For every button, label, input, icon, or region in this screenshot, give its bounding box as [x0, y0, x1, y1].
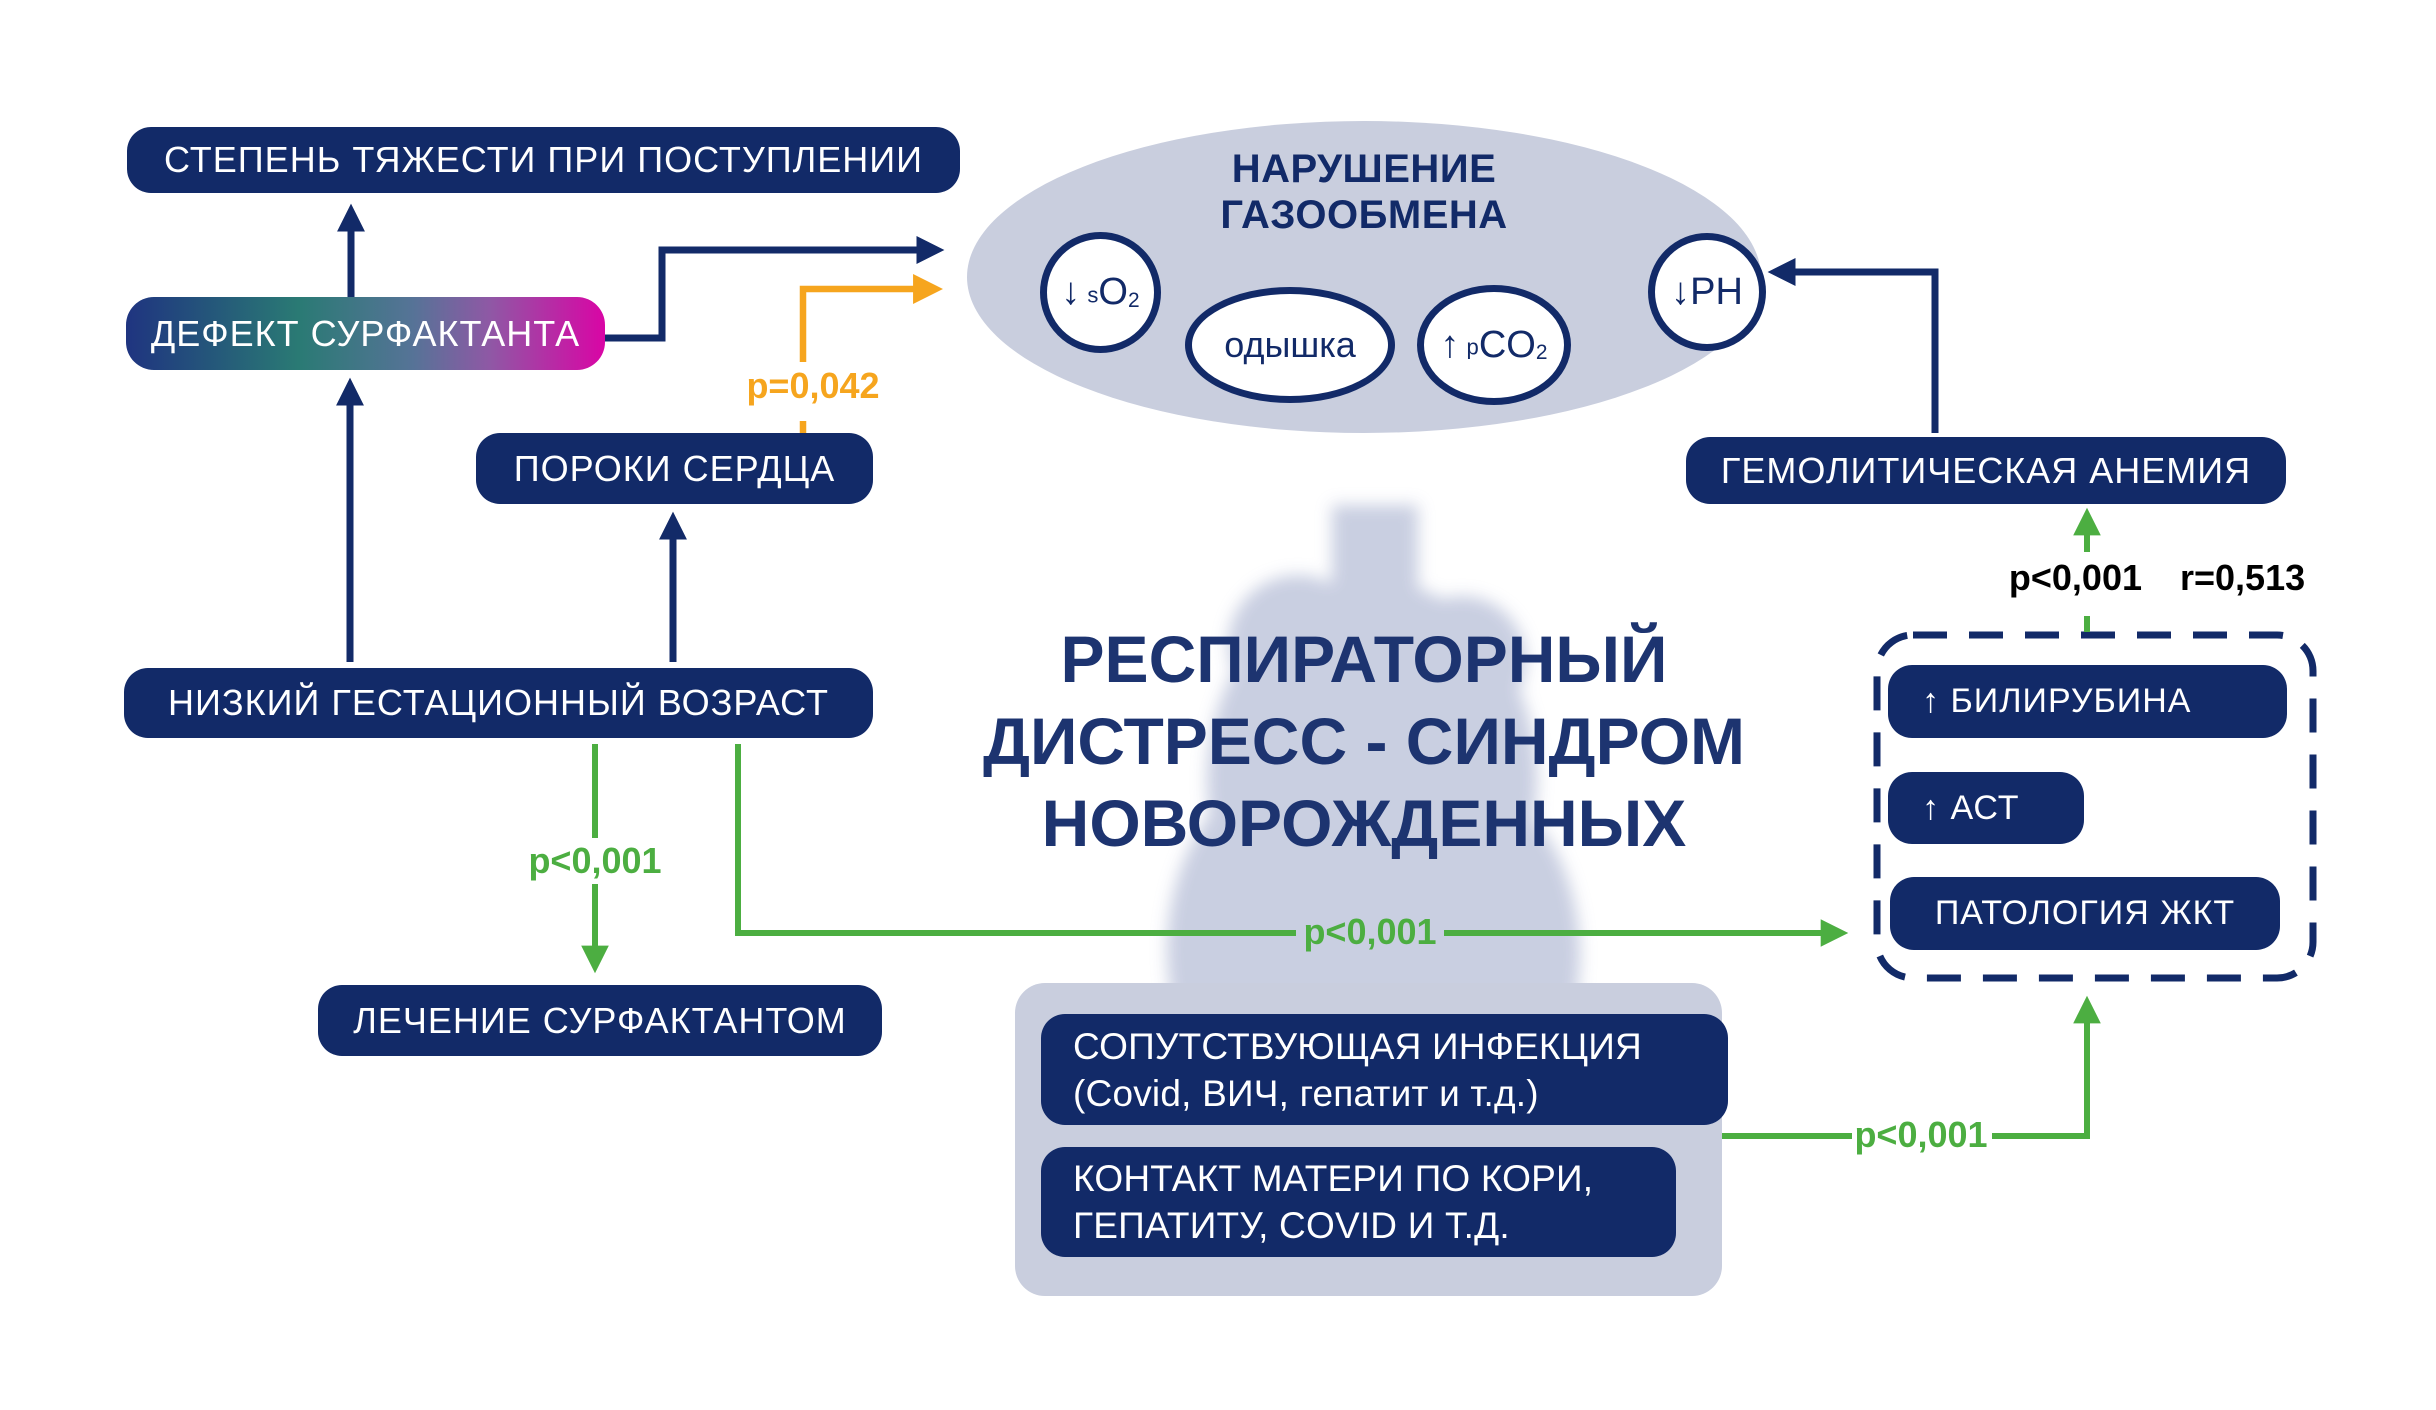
- stat-p-anemia: p<0,001: [2008, 557, 2142, 598]
- node-heart-defects: ПОРОКИ СЕРДЦА: [476, 433, 873, 504]
- arrow-gest-to-gi-left: [735, 744, 1296, 936]
- gas-pco2-symbol: CO: [1478, 323, 1536, 366]
- node-mother-contact: КОНТАКТ МАТЕРИ ПО КОРИ, ГЕПАТИТУ, COVID …: [1041, 1147, 1676, 1257]
- node-ast-increase: ↑ АСТ: [1888, 772, 2084, 844]
- node-gi-pathology: ПАТОЛОГИЯ ЖКТ: [1890, 877, 2280, 950]
- gas-exchange-title: НАРУШЕНИЕ ГАЗООБМЕНА: [1114, 146, 1614, 238]
- arrow-anemia-to-gas: [1767, 258, 1939, 433]
- down-arrow-icon: ↓: [1061, 271, 1081, 313]
- gas-so2-symbol: O: [1098, 271, 1128, 313]
- arrow-heart-to-gas: [799, 274, 943, 362]
- stat-p-gest-gi: p<0,001: [1303, 911, 1437, 952]
- node-hemolytic-anemia: ГЕМОЛИТИЧЕСКАЯ АНЕМИЯ: [1686, 437, 2286, 504]
- gas-sign-dyspnea: одышка: [1185, 287, 1395, 403]
- node-severity-at-admission: СТЕПЕНЬ ТЯЖЕСТИ ПРИ ПОСТУПЛЕНИИ: [127, 127, 960, 193]
- gas-sign-ph: ↓PH: [1648, 233, 1766, 351]
- gas-exchange-title-line1: НАРУШЕНИЕ: [1231, 147, 1497, 191]
- main-title-line1: РЕСПИРАТОРНЫЙ: [1060, 622, 1668, 696]
- main-title: РЕСПИРАТОРНЫЙ ДИСТРЕСС - СИНДРОМ НОВОРОЖ…: [963, 618, 1765, 864]
- arrow-defect-to-gas: [605, 236, 945, 342]
- node-mother-contact-line1: КОНТАКТ МАТЕРИ ПО КОРИ,: [1073, 1158, 1594, 1199]
- node-surfactant-treatment: ЛЕЧЕНИЕ СУРФАКТАНТОМ: [318, 985, 882, 1056]
- node-concomitant-infection-line2: (Covid, ВИЧ, гепатит и т.д.): [1073, 1072, 1539, 1114]
- stat-p-heart-to-gas: p=0,042: [746, 365, 880, 406]
- stat-p-gest-treatment: p<0,001: [528, 840, 662, 881]
- gas-so2-prefix: s: [1087, 282, 1099, 308]
- node-low-gestational-age: НИЗКИЙ ГЕСТАЦИОННЫЙ ВОЗРАСТ: [124, 668, 873, 738]
- node-concomitant-infection-line1: СОПУТСТВУЮЩАЯ ИНФЕКЦИЯ: [1073, 1025, 1642, 1067]
- gas-pco2-subscript: 2: [1535, 340, 1548, 364]
- stat-p-infection: p<0,001: [1854, 1114, 1988, 1155]
- arrow-infection-to-gi: [1992, 995, 2101, 1139]
- node-surfactant-defect: ДЕФЕКТ СУРФАКТАНТА: [126, 297, 605, 370]
- node-bilirubin-increase: ↑ БИЛИРУБИНА: [1888, 665, 2287, 738]
- stat-anemia-row: p<0,001 r=0,513: [2009, 557, 2305, 599]
- node-concomitant-infection: СОПУТСТВУЮЩАЯ ИНФЕКЦИЯ (Covid, ВИЧ, гепа…: [1041, 1014, 1728, 1125]
- up-arrow-icon: ↑: [1440, 323, 1460, 366]
- gas-so2-subscript: 2: [1127, 288, 1140, 312]
- lab-findings-dashed-box: [1873, 631, 2317, 982]
- gas-exchange-title-line2: ГАЗООБМЕНА: [1220, 193, 1508, 237]
- main-title-line2: ДИСТРЕСС - СИНДРОМ: [982, 704, 1746, 778]
- stat-r-anemia: r=0,513: [2179, 557, 2306, 598]
- node-mother-contact-line2: ГЕПАТИТУ, COVID И Т.Д.: [1073, 1205, 1510, 1246]
- main-title-line3: НОВОРОЖДЕННЫХ: [1041, 786, 1687, 860]
- gas-pco2-prefix: p: [1466, 334, 1479, 360]
